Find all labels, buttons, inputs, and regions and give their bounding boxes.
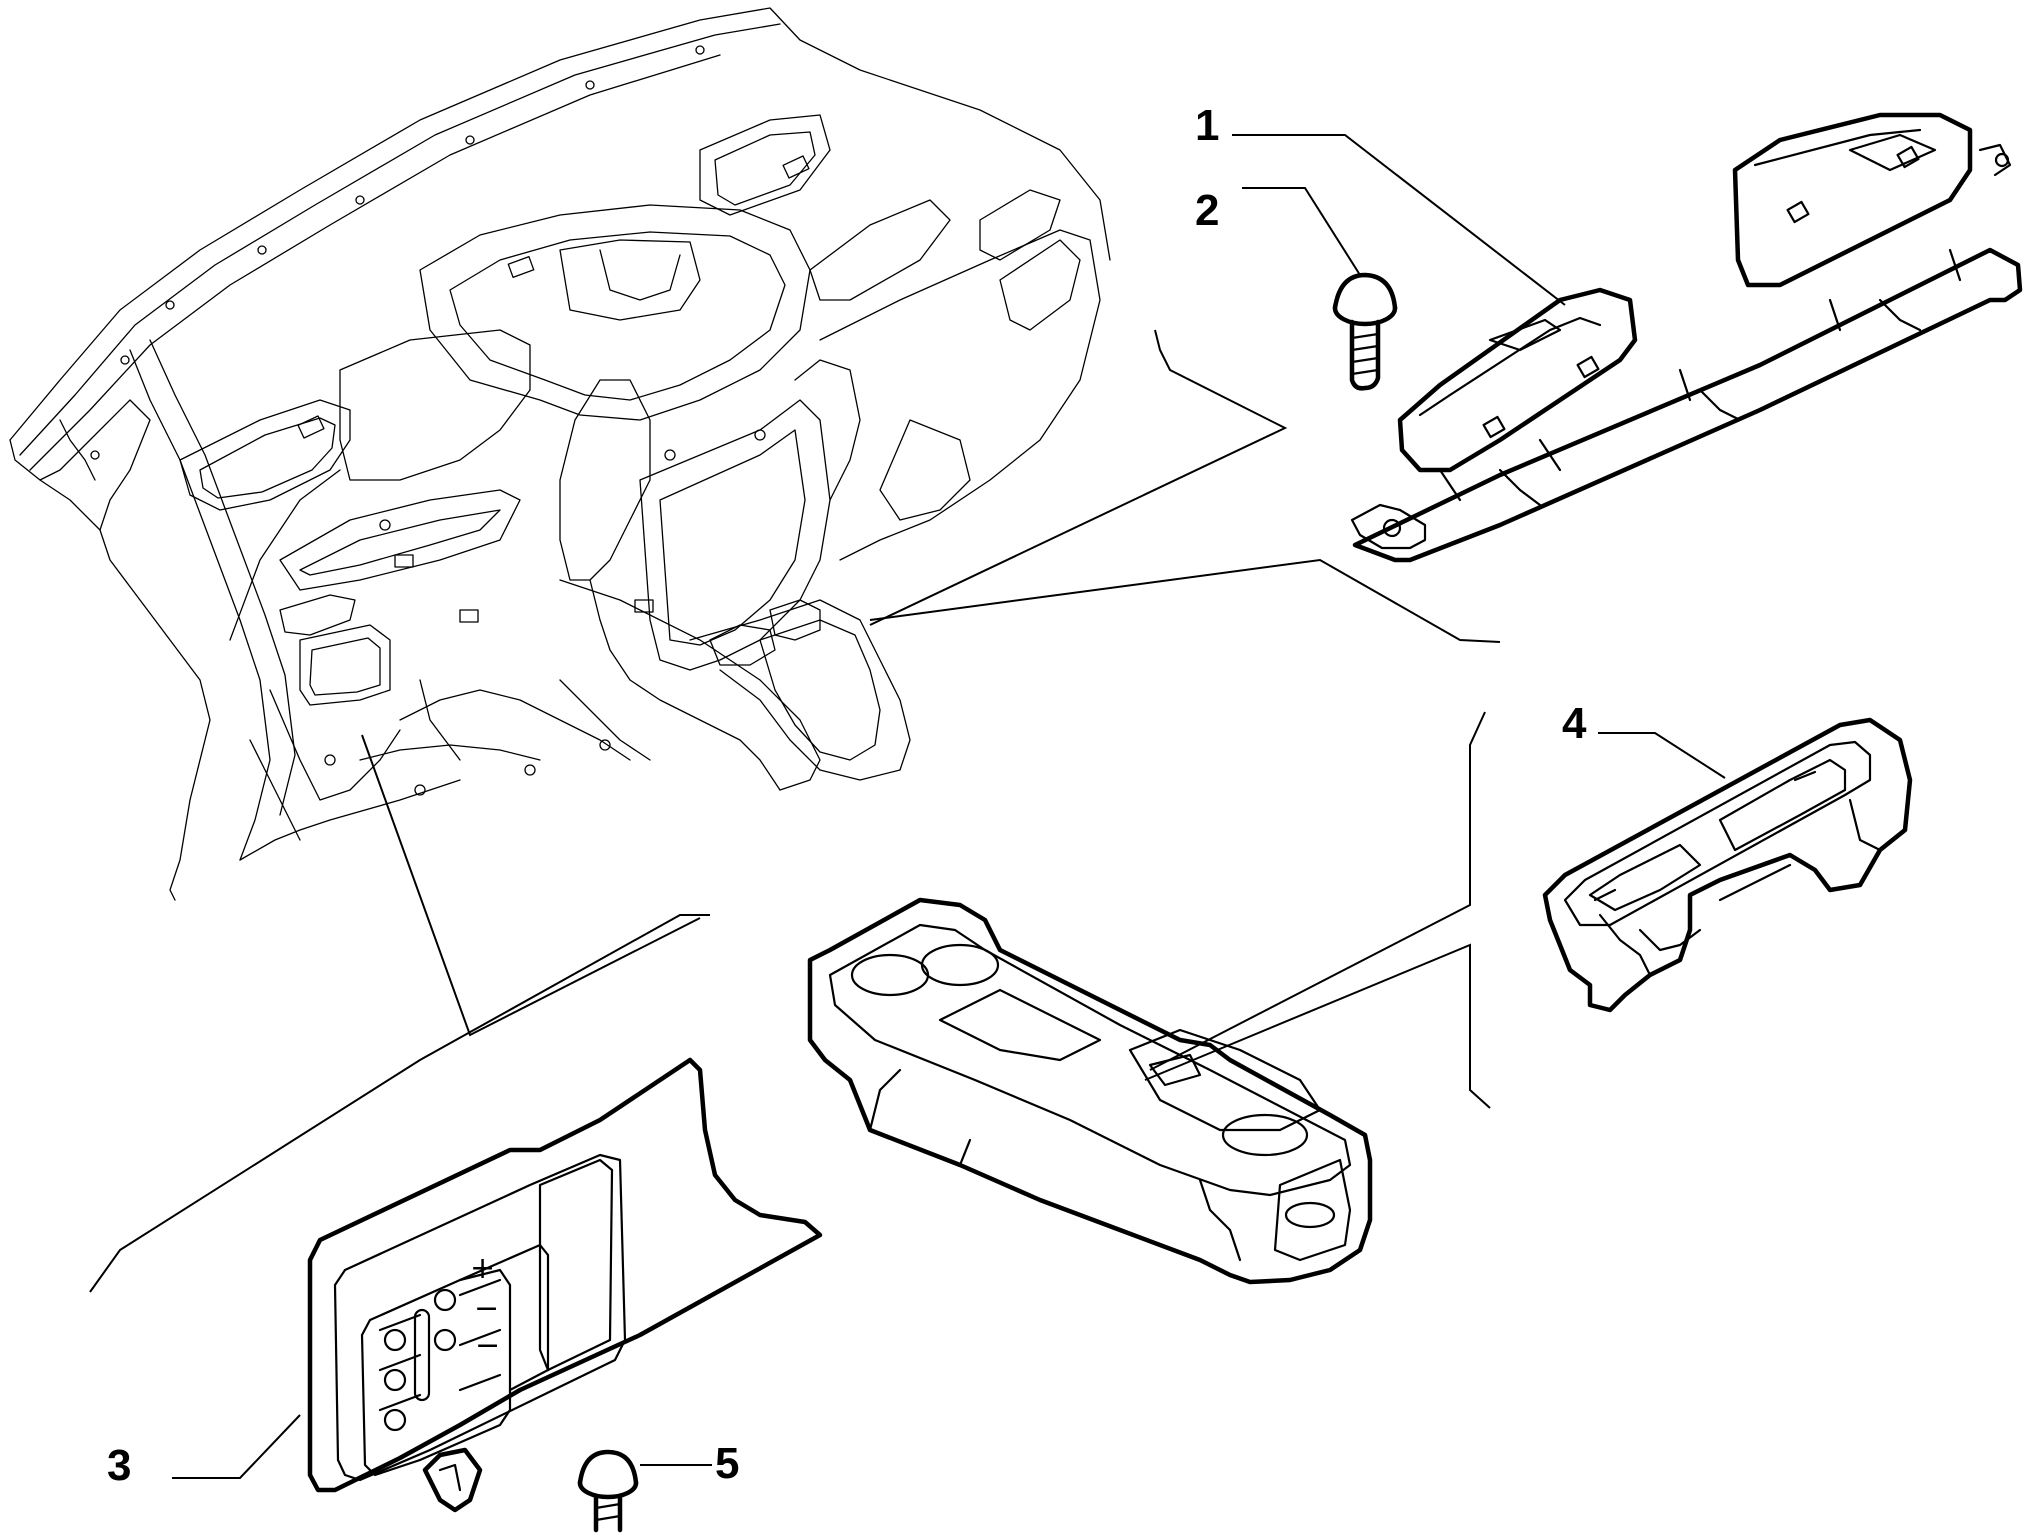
callout-3: 3 [107, 1441, 131, 1490]
minus-icon: − [474, 1291, 499, 1326]
callout-4: 4 [1562, 699, 1587, 748]
dashboard-assembly [9, 7, 1111, 901]
center-console [807, 897, 1373, 1285]
minus-icon: − [475, 1328, 500, 1363]
callout-2: 2 [1195, 186, 1219, 235]
plus-icon: + [470, 1251, 495, 1286]
part-4-switch-module [1542, 717, 1913, 1013]
callout-labels: 1 2 3 4 5 [107, 101, 1587, 1490]
connector-lines [89, 329, 1501, 1293]
callout-1: 1 [1195, 101, 1219, 150]
part-3-switch-panel: + − − [307, 1057, 823, 1513]
callout-leaders [172, 134, 1726, 1479]
part-2-screw [1332, 272, 1398, 391]
part-1-switch-bar [1350, 112, 2023, 563]
part-5-screw [577, 1449, 639, 1533]
callout-5: 5 [715, 1439, 739, 1488]
